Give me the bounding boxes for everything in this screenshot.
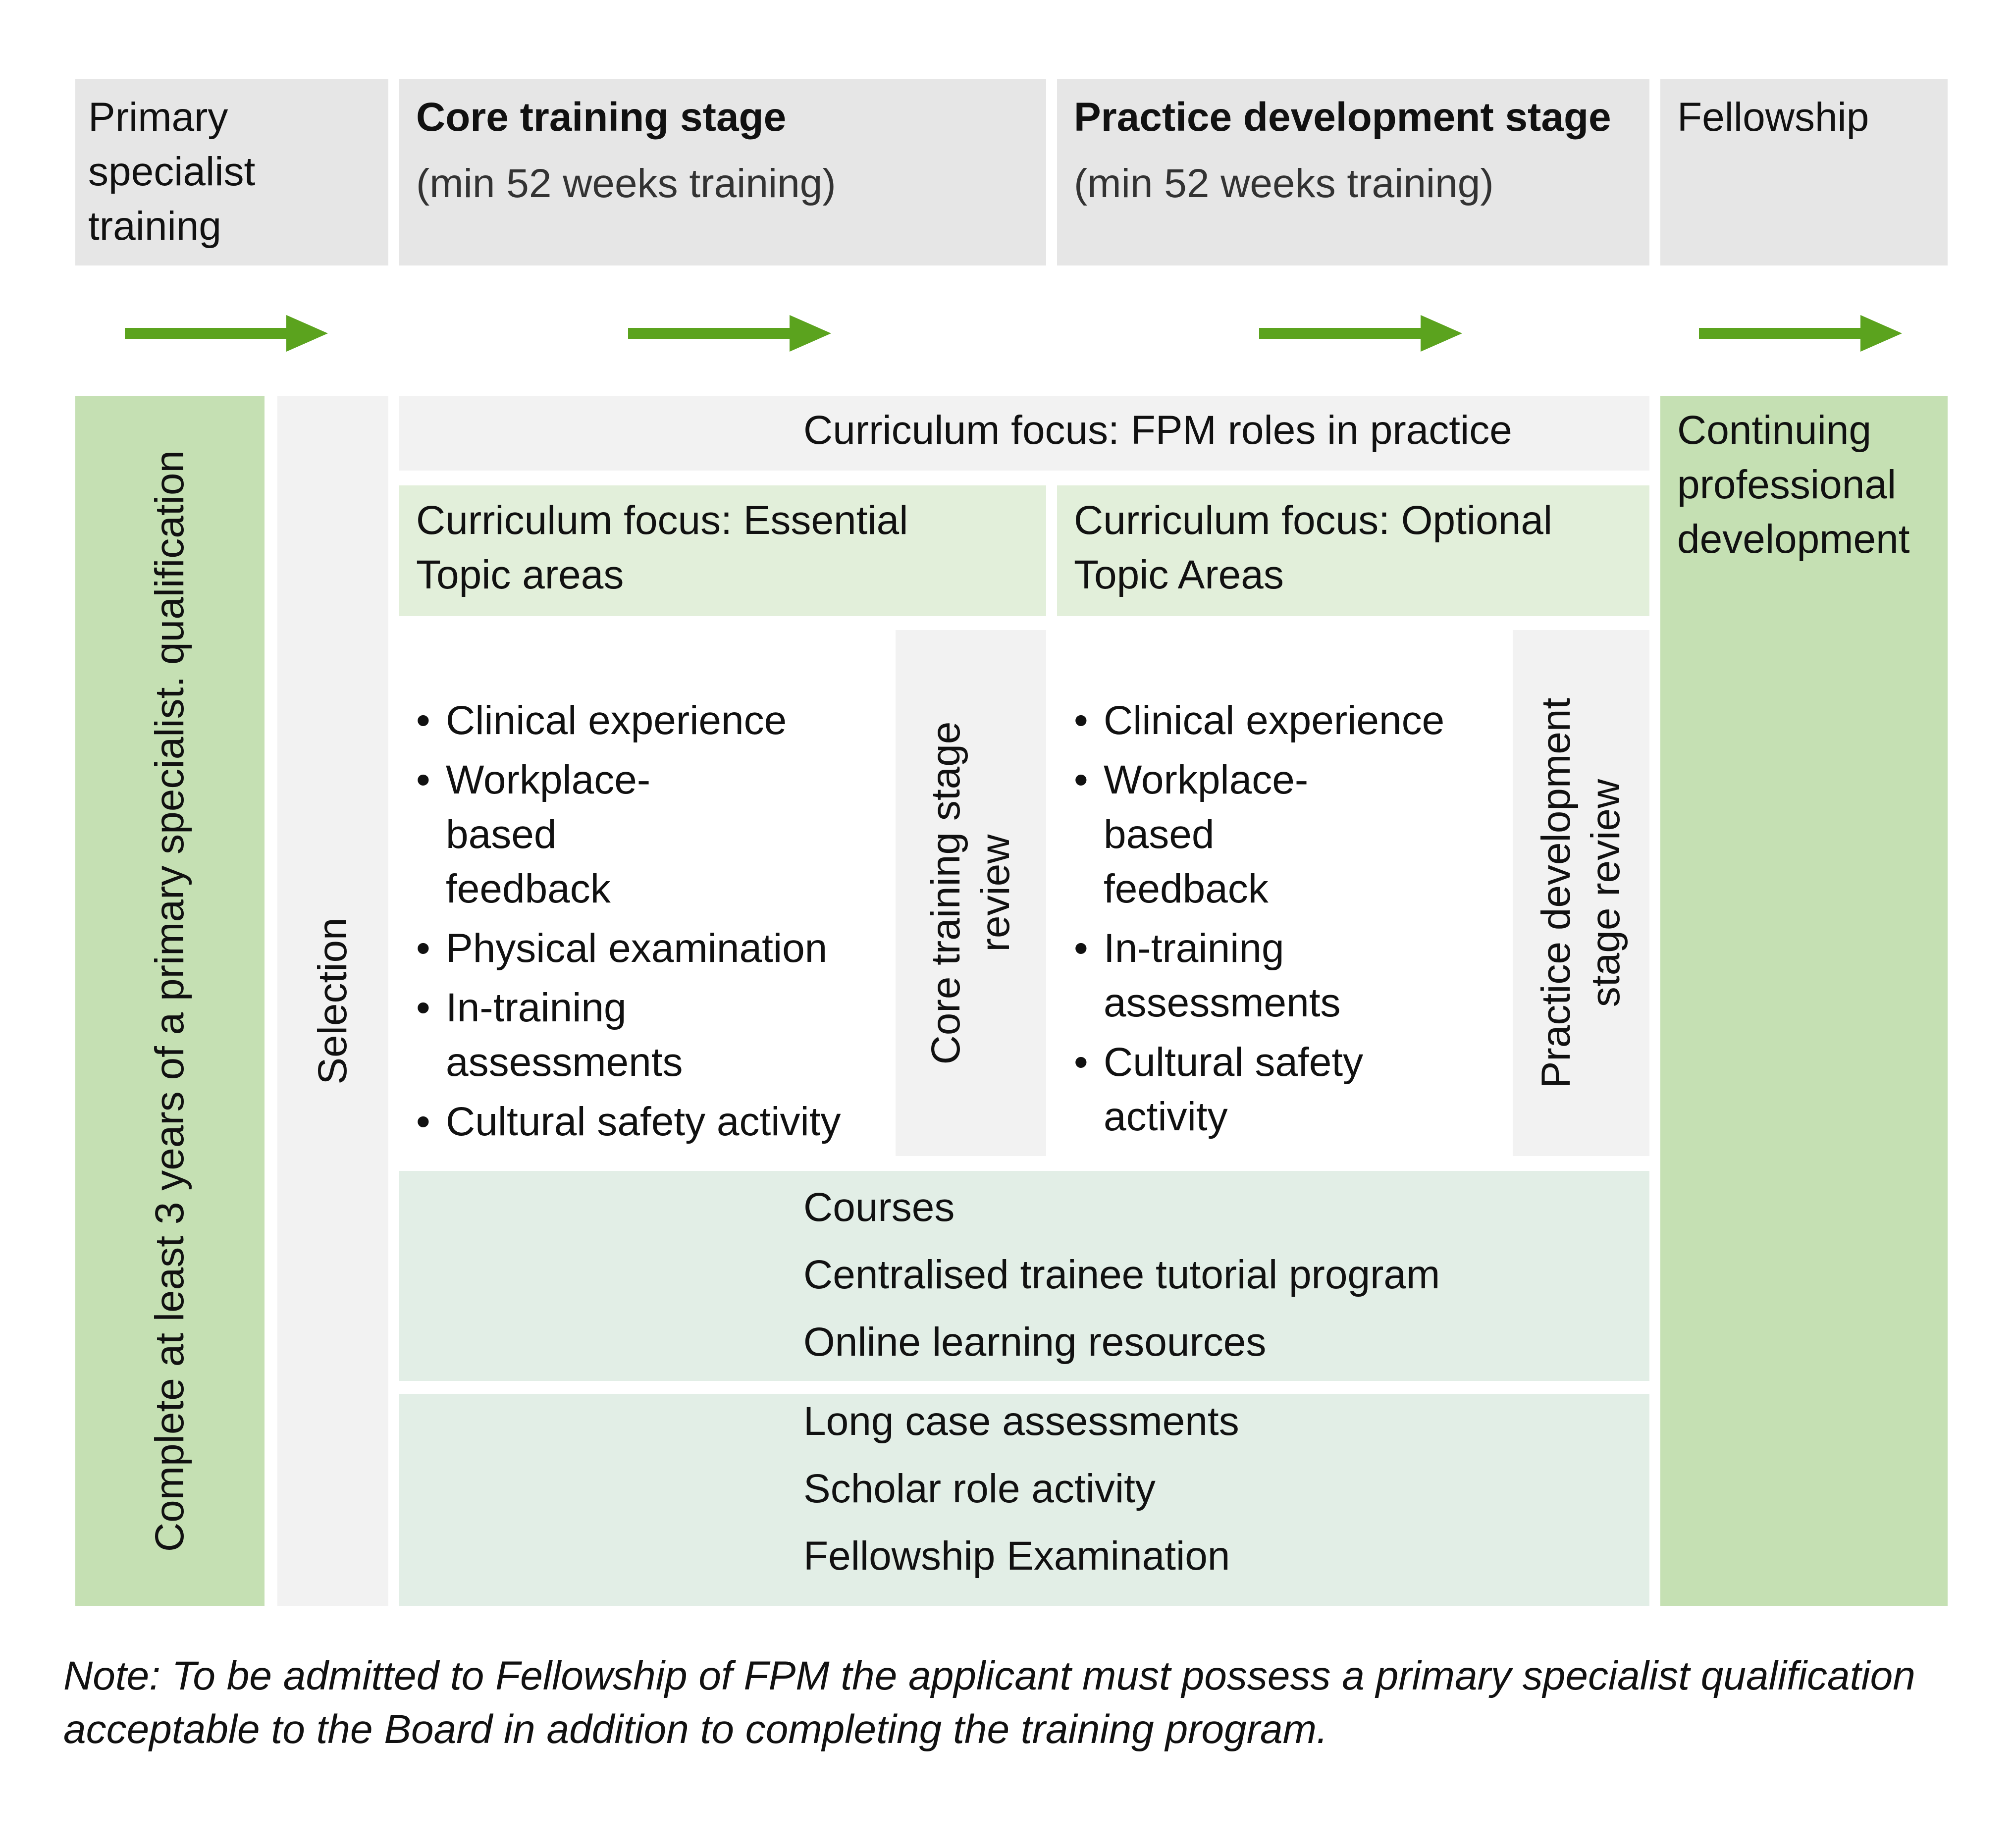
selection-text: Selection	[310, 917, 355, 1085]
arrow-right-icon	[125, 315, 328, 352]
assessment-item: Long case assessments	[803, 1399, 1239, 1444]
learning-resources-box: Courses Centralised trainee tutorial pro…	[399, 1171, 1649, 1381]
practice-review-line1: Practice development	[1534, 697, 1579, 1089]
arrow-right-icon	[628, 315, 831, 352]
list-item: In-training assessments	[1069, 921, 1381, 1030]
selection-column: Selection	[277, 396, 388, 1606]
list-item: Clinical experience	[411, 693, 897, 748]
learning-item: Courses	[803, 1185, 955, 1230]
practice-review-box: Practice development stage review	[1513, 630, 1649, 1156]
optional-topics-text: Curriculum focus: Optional Topic Areas	[1074, 498, 1553, 597]
stage-primary-header: Primary specialist training	[75, 79, 388, 265]
list-item: Cultural safety activity	[1069, 1035, 1381, 1144]
arrow-right-icon	[1699, 315, 1902, 352]
footnote: Note: To be admitted to Fellowship of FP…	[63, 1653, 1915, 1752]
stage-practice-subtitle: (min 52 weeks training)	[1074, 161, 1494, 206]
stage-primary-title: Primary specialist training	[88, 95, 256, 249]
arrow-right-icon	[1259, 315, 1462, 352]
core-review-box: Core training stage review	[896, 630, 1046, 1156]
essential-topics-text: Curriculum focus: Essential Topic areas	[416, 498, 908, 597]
list-item: Physical examination	[411, 921, 897, 976]
practice-activities-list: Clinical experience Workplace-based feed…	[1069, 693, 1515, 1149]
core-review-line1: Core training stage	[923, 721, 968, 1065]
learning-item: Online learning resources	[803, 1320, 1267, 1365]
stage-core-title: Core training stage	[416, 95, 787, 140]
list-item: In-training assessments	[411, 981, 723, 1090]
list-item: Workplace-based feedback	[411, 753, 723, 916]
stage-core-subtitle: (min 52 weeks training)	[416, 161, 836, 206]
primary-qualification-column: Complete at least 3 years of a primary s…	[75, 396, 265, 1606]
stage-fellowship-title: Fellowship	[1677, 95, 1869, 140]
assessments-box: Long case assessments Scholar role activ…	[399, 1394, 1649, 1606]
assessment-item: Fellowship Examination	[803, 1533, 1230, 1579]
list-item: Workplace-based feedback	[1069, 753, 1381, 916]
fpm-roles-text: Curriculum focus: FPM roles in practice	[803, 408, 1512, 453]
list-item: Clinical experience	[1069, 693, 1515, 748]
practice-review-line2: stage review	[1583, 779, 1628, 1007]
assessment-item: Scholar role activity	[803, 1466, 1156, 1511]
learning-item: Centralised trainee tutorial program	[803, 1252, 1440, 1297]
optional-topics-box: Curriculum focus: Optional Topic Areas	[1057, 485, 1649, 616]
stage-practice-header: Practice development stage (min 52 weeks…	[1057, 79, 1649, 265]
list-item: Cultural safety activity	[411, 1095, 897, 1149]
fpm-roles-bar: Curriculum focus: FPM roles in practice	[399, 396, 1649, 471]
essential-topics-box: Curriculum focus: Essential Topic areas	[399, 485, 1046, 616]
stage-practice-title: Practice development stage	[1074, 95, 1611, 140]
stage-fellowship-header: Fellowship	[1660, 79, 1948, 265]
stage-core-header: Core training stage (min 52 weeks traini…	[399, 79, 1046, 265]
cpd-text: Continuing professional development	[1677, 408, 1910, 562]
primary-qualification-text: Complete at least 3 years of a primary s…	[147, 450, 192, 1552]
core-activities-list: Clinical experience Workplace-based feed…	[411, 693, 897, 1154]
core-review-line2: review	[973, 834, 1018, 952]
cpd-column: Continuing professional development	[1660, 396, 1948, 1606]
